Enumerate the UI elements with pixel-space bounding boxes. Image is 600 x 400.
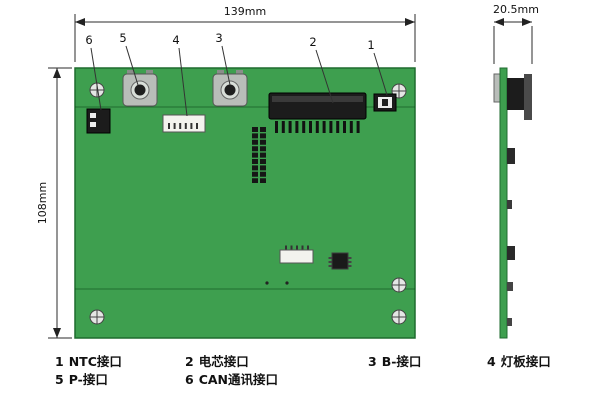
dimension-thickness: 20.5mm (493, 3, 539, 64)
ic-chip (328, 252, 352, 270)
aux-connector (279, 245, 314, 264)
test-point (285, 281, 289, 285)
test-point (265, 281, 269, 285)
callout-3: 3 (215, 31, 222, 45)
callout-6: 6 (85, 33, 92, 47)
mounting-hole (391, 277, 407, 293)
dimension-height: 108mm (36, 67, 72, 339)
terminal-tab-edge (493, 73, 501, 103)
mounting-hole (89, 309, 105, 325)
callout-4: 4 (172, 33, 179, 47)
dimension-width: 139mm (74, 5, 416, 62)
lightboard-connector (162, 114, 206, 133)
side-view: 20.5mm (493, 3, 539, 339)
dim-height-label: 108mm (36, 182, 49, 224)
callout-1: 1 (367, 38, 374, 52)
ntc-connector (373, 93, 397, 112)
b-minus-terminal (212, 70, 248, 107)
dim-thickness-label: 20.5mm (493, 3, 539, 16)
pin-header (252, 127, 266, 183)
callout-2: 2 (309, 35, 316, 49)
pcb-board-edge (499, 67, 508, 339)
dim-width-label: 139mm (224, 5, 266, 18)
p-minus-terminal (122, 70, 158, 107)
mounting-hole (391, 309, 407, 325)
cell-connector (268, 92, 367, 133)
front-view (74, 67, 416, 339)
callout-5: 5 (119, 31, 126, 45)
side-components (507, 74, 532, 326)
callouts: 6 5 4 3 2 1 (85, 31, 388, 117)
can-connector (86, 108, 111, 134)
